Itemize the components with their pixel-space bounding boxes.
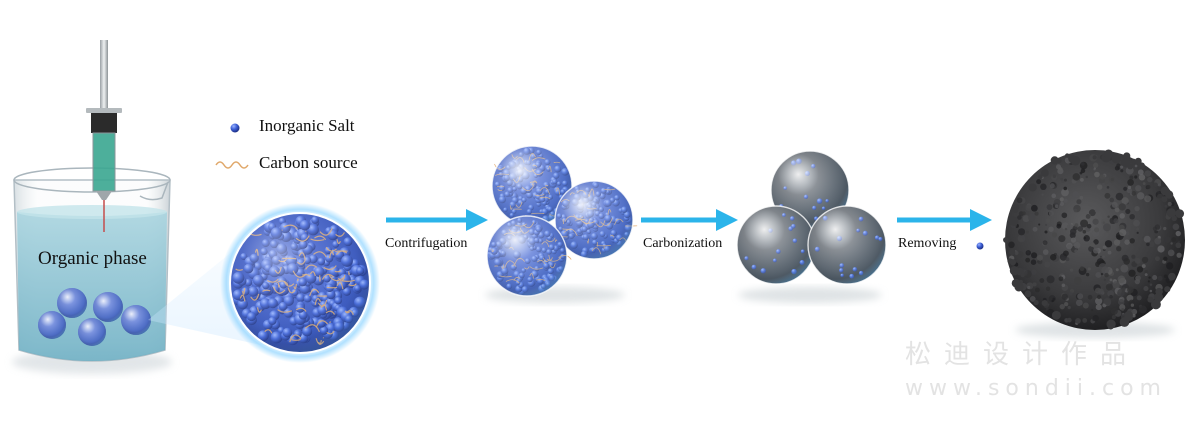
beaker (12, 167, 172, 374)
zoom-inset (148, 203, 380, 363)
step-label-contrifugation: Contrifugation (385, 236, 468, 251)
arrow-removing (897, 209, 992, 231)
porous-carbon-particle (1003, 149, 1185, 338)
beaker-mini-spheres (38, 288, 151, 346)
step-label-carbonization: Carbonization (643, 236, 723, 251)
carbon-source-legend-label: Carbon source (259, 153, 358, 172)
inorganic-salt-legend-icon (230, 123, 240, 133)
watermark-text: 松迪设计作品 (905, 340, 1140, 370)
arrow-carbonization (641, 209, 738, 231)
organic-phase-label: Organic phase (38, 248, 147, 269)
salt-sphere-cluster (485, 145, 638, 303)
inorganic-salt-legend-label: Inorganic Salt (259, 116, 355, 135)
legend (215, 123, 249, 169)
arrow-contrifugation (386, 209, 488, 231)
carbonized-sphere-cluster (736, 150, 887, 303)
carbon-source-legend-icon (215, 161, 249, 169)
process-arrows (386, 209, 992, 250)
removed-salt-icon (976, 242, 984, 250)
step-label-removing: Removing (898, 236, 957, 251)
watermark-url: www.sondii.com (905, 376, 1167, 401)
syringe (86, 40, 122, 232)
